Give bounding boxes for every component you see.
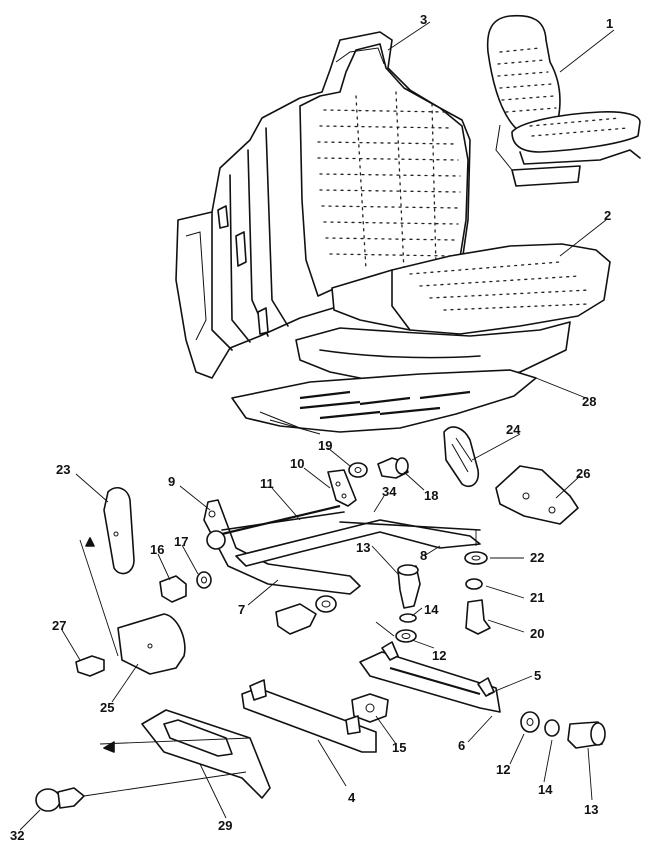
seat-assembly-thumbnail: [486, 14, 641, 187]
callout-28: 28: [582, 394, 596, 409]
washer-19: [348, 462, 368, 478]
callout-4: 4: [348, 790, 356, 805]
callout-5: 5: [534, 668, 541, 683]
callout-26: 26: [576, 466, 590, 481]
callout-leaders: [19, 21, 615, 831]
callout-13-lower: 13: [584, 802, 598, 817]
screw-27: [75, 655, 105, 677]
callout-13-upper: 13: [356, 540, 370, 555]
callout-15: 15: [392, 740, 406, 755]
washer-14-lower: [544, 719, 560, 737]
callout-14-upper: 14: [424, 602, 439, 617]
callout-10: 10: [290, 456, 304, 471]
bolt-20: [465, 599, 491, 635]
callout-18: 18: [424, 488, 438, 503]
callout-19: 19: [318, 438, 332, 453]
callout-25: 25: [100, 700, 114, 715]
washer-12-lower: [520, 711, 540, 733]
washer-17: [196, 571, 212, 589]
bolt-rail: [275, 603, 317, 635]
callout-12-lower: 12: [496, 762, 510, 777]
callout-24: 24: [506, 422, 521, 437]
callout-7: 7: [238, 602, 245, 617]
callout-9: 9: [168, 474, 175, 489]
washer-22: [464, 551, 488, 565]
washer-12-upper: [395, 629, 417, 643]
seat-pan: [231, 369, 537, 435]
side-trim-cover: [103, 487, 135, 575]
callout-16: 16: [150, 542, 164, 557]
seat-cushion: [295, 243, 611, 383]
recliner-cover: [443, 426, 480, 488]
bolt-13-upper: [397, 565, 421, 609]
callout-2: 2: [604, 208, 611, 223]
bolt-16: [159, 575, 187, 603]
washer-21: [465, 578, 483, 590]
callout-labels: 1 2 3 4 5 6 7 8 9 10 11 12 12 13 13 14 1…: [10, 12, 613, 843]
callout-6: 6: [458, 738, 465, 753]
callout-14-lower: 14: [538, 782, 553, 797]
callout-29: 29: [218, 818, 232, 833]
callout-8: 8: [420, 548, 427, 563]
seat-frame: [203, 469, 481, 595]
clip-32: [35, 787, 85, 812]
callout-11: 11: [260, 476, 274, 491]
seat-rail-lower: [241, 679, 377, 753]
callout-32: 32: [10, 828, 24, 843]
mounting-bracket: [495, 465, 579, 525]
slide-rail-upper: [359, 641, 501, 713]
callout-17: 17: [174, 534, 188, 549]
callout-22: 22: [530, 550, 544, 565]
callout-23: 23: [56, 462, 70, 477]
callout-1: 1: [606, 16, 613, 31]
callout-20: 20: [530, 626, 544, 641]
callout-27: 27: [52, 618, 66, 633]
callout-12-upper: 12: [432, 648, 446, 663]
rail-cover: [141, 709, 271, 799]
callout-34: 34: [382, 484, 397, 499]
callout-3: 3: [420, 12, 427, 27]
callout-21: 21: [530, 590, 544, 605]
slider-block: [351, 693, 389, 723]
